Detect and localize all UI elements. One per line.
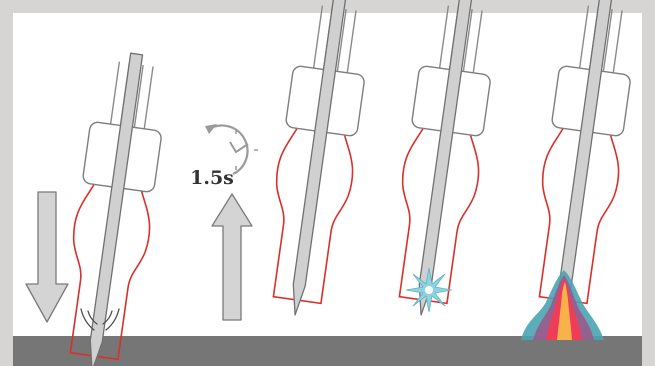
flame-icon	[521, 270, 604, 340]
clock-timer-icon	[205, 124, 258, 175]
contact-waves-icon	[80, 308, 120, 331]
down-arrow-icon	[25, 191, 69, 323]
spark-icon	[405, 267, 453, 313]
ground-surface	[13, 336, 642, 366]
up-arrow-icon	[211, 193, 253, 321]
timer-label: 1.5s	[190, 167, 234, 189]
